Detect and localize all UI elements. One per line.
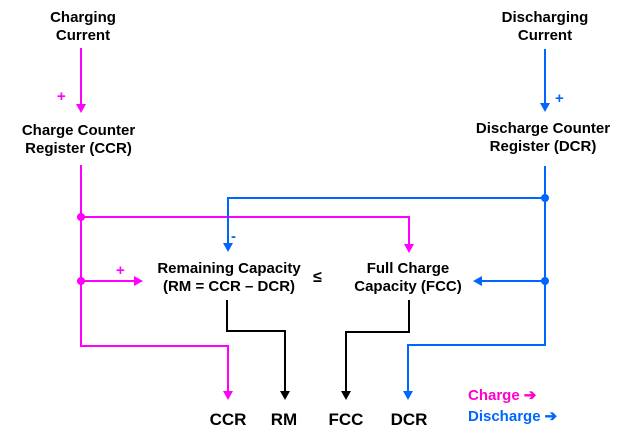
discharge-input-line: [544, 49, 546, 104]
remaining-capacity-label: Remaining Capacity (RM = CCR – DCR): [157, 260, 301, 295]
ccr-output-drop-line: [227, 345, 229, 391]
output-label-rm: RM: [270, 410, 298, 429]
fcc-output-horizontal-line: [345, 331, 410, 333]
ccr-to-fcc-arrow-icon: [404, 244, 414, 253]
ccr-output-arrow-icon: [223, 391, 233, 400]
charge-input-line: [80, 48, 82, 105]
charge-plus-sign: +: [57, 88, 66, 105]
rm-output-horizontal-line: [226, 330, 286, 332]
dcr-to-fcc-arrow-icon: [473, 276, 482, 286]
charge-counter-register-label: Charge Counter Register (CCR): [21, 122, 136, 157]
rm-output-stub-line: [226, 300, 228, 331]
discharge-plus-sign: +: [555, 90, 564, 107]
ccr-to-fcc-drop-line: [408, 216, 410, 244]
remaining-minus-sign: -: [231, 228, 236, 245]
legend-discharge-label: Discharge: [468, 408, 541, 425]
charge-direction-arrow-icon: ➔: [523, 387, 537, 404]
rm-output-drop-line: [284, 330, 286, 391]
discharge-counter-register-label: Discharge Counter Register (DCR): [475, 120, 611, 155]
ccr-to-fcc-horizontal-line: [80, 216, 410, 218]
charge-input-arrow-icon: [76, 104, 86, 113]
dcr-trunk-line: [544, 166, 546, 346]
dcr-junction-dot-2: [541, 277, 549, 285]
dcr-to-remaining-horizontal-line: [227, 197, 546, 199]
remaining-plus-sign: +: [116, 262, 125, 279]
dcr-to-remaining-arrow-icon: [223, 243, 233, 252]
fcc-output-drop-line: [345, 331, 347, 391]
legend-charge: Charge➔: [468, 386, 536, 404]
ccr-to-remaining-arrow-icon: [134, 276, 143, 286]
fcc-output-stub-line: [408, 300, 410, 333]
output-label-dcr: DCR: [390, 410, 428, 429]
dcr-output-horizontal-line: [407, 344, 546, 346]
legend-charge-label: Charge: [468, 387, 520, 404]
dcr-output-drop-line: [407, 344, 409, 391]
output-label-fcc: FCC: [328, 410, 364, 429]
dcr-output-arrow-icon: [403, 391, 413, 400]
ccr-output-horizontal-line: [80, 345, 229, 347]
less-equal-comparator: ≤: [313, 269, 322, 286]
rm-output-arrow-icon: [280, 391, 290, 400]
discharging-current-label: Discharging Current: [501, 9, 589, 44]
charging-current-label: Charging Current: [50, 9, 116, 44]
output-label-ccr: CCR: [209, 410, 247, 429]
fcc-output-arrow-icon: [341, 391, 351, 400]
discharge-input-arrow-icon: [540, 103, 550, 112]
ccr-trunk-line: [80, 165, 82, 346]
legend-discharge: Discharge➔: [468, 407, 557, 425]
ccr-to-remaining-line: [80, 280, 135, 282]
dcr-to-remaining-drop-line: [227, 197, 229, 243]
discharge-direction-arrow-icon: ➔: [544, 408, 558, 425]
full-charge-capacity-label: Full Charge Capacity (FCC): [354, 260, 462, 295]
dcr-to-fcc-line: [481, 280, 545, 282]
